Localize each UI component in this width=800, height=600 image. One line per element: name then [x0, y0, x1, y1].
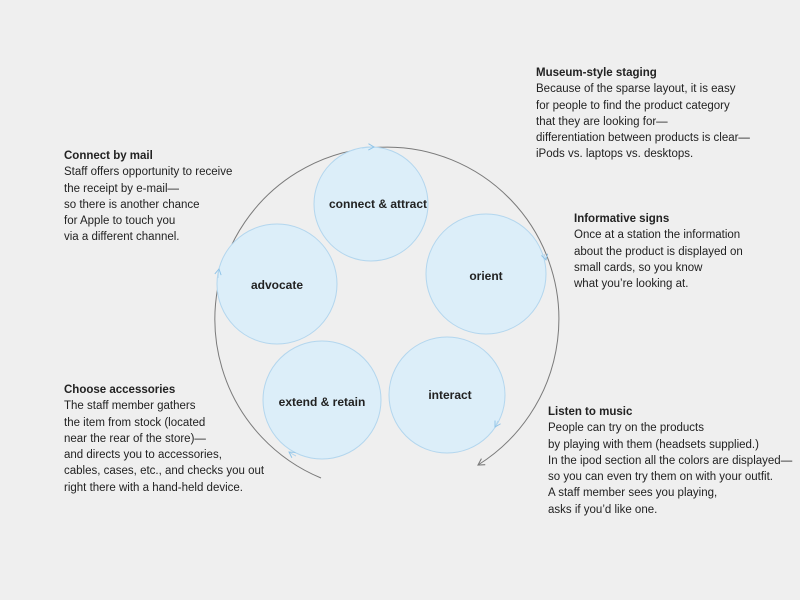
stage-arrow	[214, 268, 222, 279]
note-line: The staff member gathers	[64, 400, 196, 413]
note-museum-staging: Museum-style staging Because of the spar…	[536, 65, 750, 163]
note-line: small cards, so you know	[574, 261, 703, 274]
stage-label-extend: extend & retain	[279, 395, 366, 409]
note-line: Once at a station the information	[574, 229, 741, 242]
note-line: asks if you’d like one.	[548, 503, 658, 516]
note-line: People can try on the products	[548, 422, 704, 435]
note-line: for Apple to touch you	[64, 215, 176, 228]
stage-circle	[388, 336, 506, 454]
note-listen-to-music: Listen to music People can try on the pr…	[548, 404, 792, 518]
note-line: what you’re looking at.	[574, 278, 689, 291]
note-line: differentiation between products is clea…	[536, 132, 750, 145]
note-line: A staff member sees you playing,	[548, 487, 718, 500]
note-line: In the ipod section all the colors are d…	[548, 454, 793, 467]
note-title: Choose accessories	[64, 384, 176, 396]
stage-interact: interact	[388, 336, 506, 454]
note-title: Connect by mail	[64, 150, 153, 162]
note-line: near the rear of the store)—	[64, 432, 206, 445]
note-line: Because of the sparse layout, it is easy	[536, 83, 736, 96]
note-line: via a different channel.	[64, 231, 180, 244]
note-title: Informative signs	[574, 213, 670, 225]
stage-arrow	[541, 253, 549, 261]
stage-label-orient: orient	[469, 269, 502, 283]
stage-arrow	[494, 420, 501, 428]
note-line: for people to find the product category	[536, 99, 730, 112]
stage-arrow	[361, 143, 375, 151]
stage-label-interact: interact	[428, 388, 471, 402]
note-line: and directs you to accessories,	[64, 449, 222, 462]
note-line: about the product is displayed on	[574, 245, 743, 258]
note-line: the receipt by e-mail—	[64, 182, 180, 195]
note-line: right there with a hand-held device.	[64, 481, 243, 494]
stage-label-connect: connect & attract	[329, 197, 427, 211]
note-line: Staff offers opportunity to receive	[64, 166, 233, 179]
note-line: so there is another chance	[64, 198, 200, 211]
stage-orient: orient	[425, 213, 549, 335]
note-line: that they are looking for—	[536, 115, 668, 128]
note-title: Listen to music	[548, 406, 633, 418]
note-informative-signs: Informative signs Once at a station the …	[574, 211, 743, 292]
stage-arrow	[288, 451, 297, 458]
note-line: the item from stock (located	[64, 416, 206, 429]
stage-advocate: advocate	[214, 223, 338, 345]
note-choose-accessories: Choose accessories The staff member gath…	[64, 382, 264, 496]
note-connect-by-mail: Connect by mail Staff offers opportunity…	[64, 148, 232, 246]
stage-extend: extend & retain	[262, 340, 382, 460]
note-title: Museum-style staging	[536, 67, 657, 79]
note-line: so you can even try them on with your ou…	[548, 471, 774, 484]
stage-circle	[216, 223, 338, 345]
stage-circle	[262, 340, 382, 460]
note-line: by playing with them (headsets supplied.…	[548, 438, 759, 451]
note-line: iPods vs. laptops vs. desktops.	[536, 148, 694, 161]
stage-connect: connect & attract	[313, 143, 429, 262]
note-line: cables, cases, etc., and checks you out	[64, 465, 265, 478]
stage-label-advocate: advocate	[251, 278, 303, 292]
stage-circle	[425, 213, 547, 335]
